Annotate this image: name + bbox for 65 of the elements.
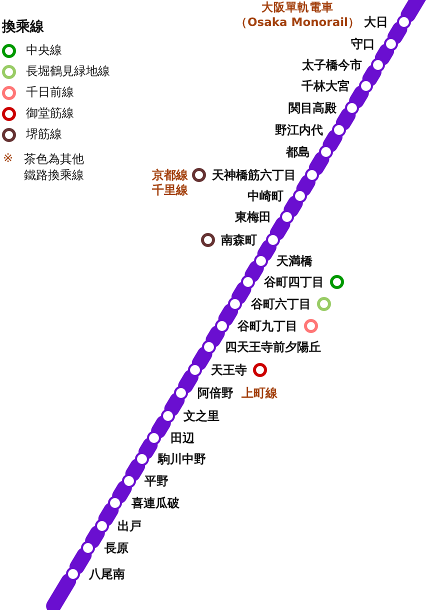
legend-text: 堺筋線 xyxy=(26,126,62,143)
station xyxy=(174,386,234,400)
station-name: 太子橋今市 xyxy=(302,58,362,72)
station xyxy=(275,123,346,137)
station-name: 千林大宮 xyxy=(302,79,350,93)
station-name: 守口 xyxy=(350,37,375,51)
station xyxy=(302,58,386,72)
station xyxy=(254,254,313,268)
station-name: 谷町六丁目 xyxy=(250,297,311,311)
station xyxy=(202,340,321,354)
station-name: 関目高殿 xyxy=(288,101,336,115)
station xyxy=(108,496,180,510)
note-text: 茶色為其他鐵路換乘線 xyxy=(24,151,85,183)
station xyxy=(286,145,333,159)
station xyxy=(302,79,373,93)
station-name: 谷町四丁目 xyxy=(264,275,324,289)
note-mark: ※ xyxy=(3,151,14,165)
station-name: 都島 xyxy=(286,145,310,159)
line-name: 千里線 xyxy=(152,182,188,198)
line-name: 京都線 xyxy=(152,168,188,182)
station xyxy=(214,319,318,333)
station-name: 天王寺 xyxy=(211,363,248,377)
station-name: 谷町九丁目 xyxy=(238,319,298,333)
station xyxy=(248,189,307,203)
station xyxy=(160,409,220,423)
station-name: 中崎町 xyxy=(248,189,284,203)
station-name: 八尾南 xyxy=(88,567,125,581)
station xyxy=(134,452,206,466)
station-name: 駒川中野 xyxy=(158,452,206,466)
station xyxy=(228,297,331,311)
station xyxy=(364,15,411,29)
station xyxy=(288,101,360,115)
station xyxy=(188,363,268,377)
station xyxy=(66,567,125,581)
station-name: 南森町 xyxy=(221,233,258,247)
station-name: 阿倍野 xyxy=(197,386,234,400)
station-name: 東梅田 xyxy=(235,210,271,224)
station-name: 天神橋筋六丁目 xyxy=(212,168,296,182)
legend-text: 千日前線 xyxy=(26,84,74,101)
station-name: 野江内代 xyxy=(275,123,324,137)
station xyxy=(192,168,320,182)
station-name: 出戸 xyxy=(118,519,142,533)
line-name: 上町線 xyxy=(241,386,278,400)
line-name: 大阪單軌電車 xyxy=(260,0,335,15)
legend-text: 御堂筋線 xyxy=(26,105,74,122)
station-name: 田辺 xyxy=(170,431,194,445)
station-name: 天満橋 xyxy=(276,254,313,268)
station xyxy=(94,519,142,533)
station-name: 四天王寺前夕陽丘 xyxy=(225,340,321,354)
station xyxy=(122,474,169,488)
station xyxy=(235,210,294,224)
station xyxy=(201,233,280,247)
station-name: 文之里 xyxy=(184,409,220,423)
station xyxy=(241,275,344,289)
station xyxy=(81,541,128,555)
legend-text: 中央線 xyxy=(26,42,62,59)
station-name: 大日 xyxy=(364,15,388,29)
station-name: 平野 xyxy=(144,474,169,488)
legend-text: 長堀鶴見緑地線 xyxy=(26,63,110,80)
station xyxy=(147,431,194,445)
line-name: （Osaka Monorail） xyxy=(235,15,360,30)
station-name: 長原 xyxy=(104,541,128,555)
station xyxy=(350,37,398,51)
legend-title: 換乘線 xyxy=(2,18,44,36)
station-name: 喜連瓜破 xyxy=(131,496,180,510)
